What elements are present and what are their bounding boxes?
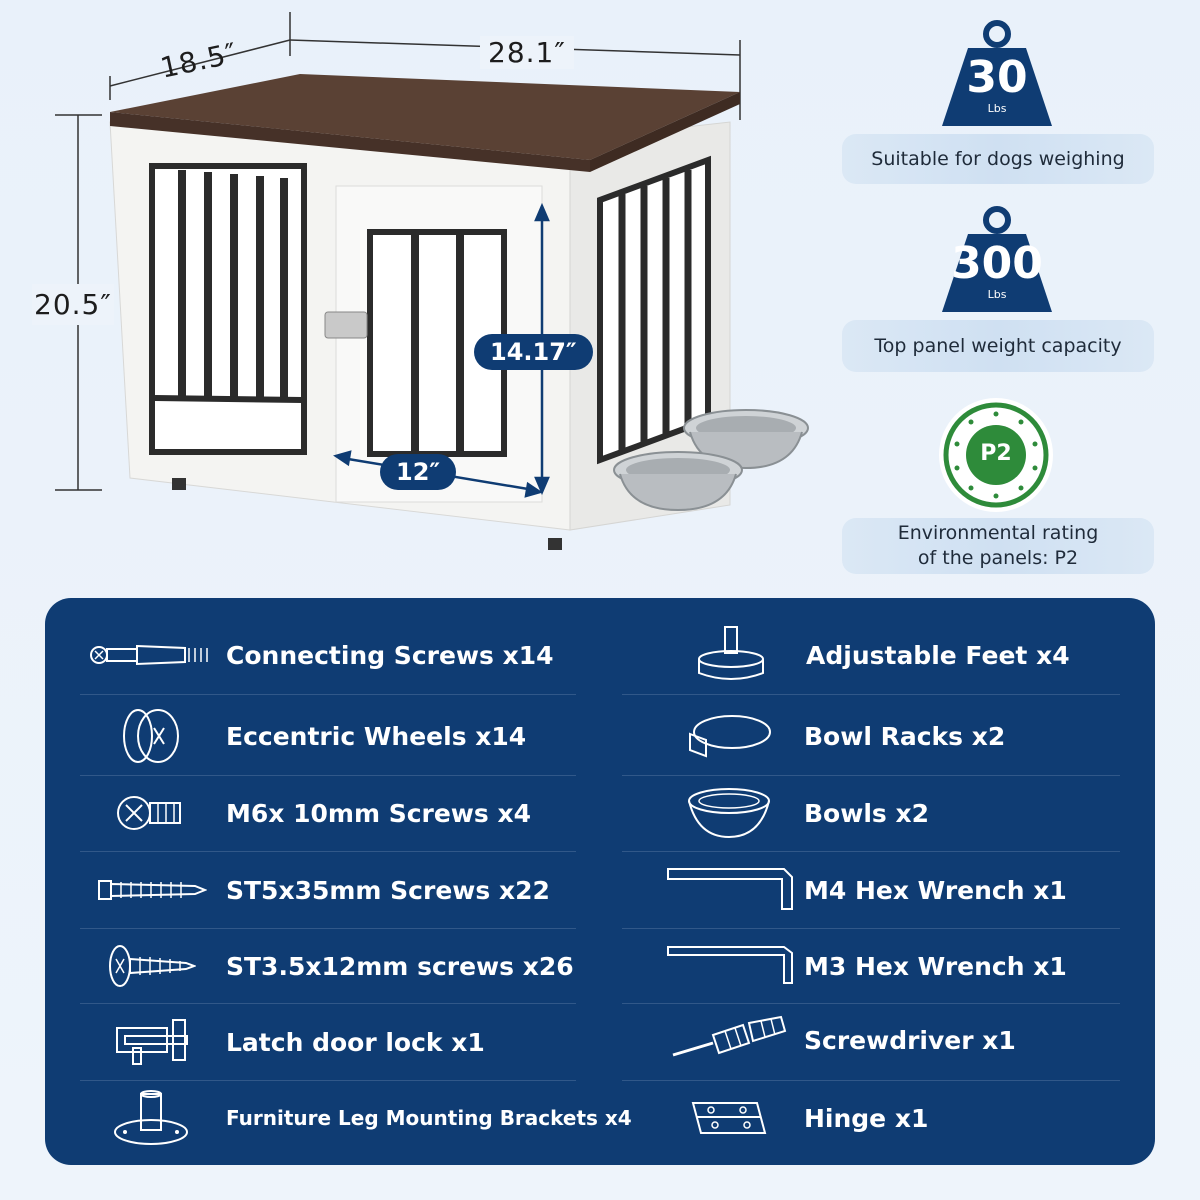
rating-caption-line2: of the panels: P2 <box>917 547 1079 569</box>
latch-lock-icon <box>76 1007 226 1077</box>
eccentric-wheel-icon <box>76 701 226 771</box>
part-item: Eccentric Wheels x14 <box>76 698 526 774</box>
part-item: Furniture Leg Mounting Brackets x4 <box>76 1080 632 1156</box>
part-item: Latch door lock x1 <box>76 1004 485 1080</box>
hinge-icon <box>654 1083 804 1153</box>
weight-value: 300 <box>951 238 1043 289</box>
part-label: Screwdriver x1 <box>804 1025 1016 1055</box>
hex-wrench-small-icon <box>654 931 804 1001</box>
dimension-door-width: 12″ <box>380 454 457 490</box>
part-item: Connecting Screws x14 <box>76 617 554 693</box>
adjustable-foot-icon <box>656 620 806 690</box>
part-item: ST3.5x12mm screws x26 <box>76 928 574 1004</box>
divider <box>622 1080 1120 1081</box>
part-label: Latch door lock x1 <box>226 1027 485 1057</box>
part-item: ST5x35mm Screws x22 <box>76 852 550 928</box>
bowl-rack-icon <box>654 701 804 771</box>
part-label: Bowls x2 <box>804 798 929 828</box>
part-item: M6x 10mm Screws x4 <box>76 775 531 851</box>
dimension-width: 28.1″ <box>480 36 574 69</box>
part-item: Bowl Racks x2 <box>654 698 1005 774</box>
weight-caption-300: Top panel weight capacity <box>842 320 1154 372</box>
crate-illustration <box>55 12 809 550</box>
rating-caption: Environmental rating of the panels: P2 <box>842 518 1154 574</box>
bowl-icon <box>654 778 804 848</box>
divider <box>80 851 576 852</box>
part-label: Bowl Racks x2 <box>804 721 1006 751</box>
dimension-height: 20.5″ <box>32 284 114 325</box>
part-item: Adjustable Feet x4 <box>656 617 1070 693</box>
part-item: M3 Hex Wrench x1 <box>654 928 1067 1004</box>
part-label: ST3.5x12mm screws x26 <box>226 951 574 981</box>
part-label: M4 Hex Wrench x1 <box>804 875 1067 905</box>
leg-bracket-icon <box>76 1083 226 1153</box>
rating-caption-line1: Environmental rating <box>897 522 1099 544</box>
divider <box>622 694 1120 695</box>
parts-list-panel <box>45 598 1155 1165</box>
divider <box>622 851 1120 852</box>
p2-rating-seal: P2 <box>937 396 1055 514</box>
divider <box>80 1080 576 1081</box>
dimension-door-height: 14.17″ <box>474 334 593 370</box>
st3-screw-icon <box>76 931 226 1001</box>
hex-wrench-icon <box>654 855 804 925</box>
part-item: M4 Hex Wrench x1 <box>654 852 1067 928</box>
weight-unit: Lbs <box>987 102 1007 115</box>
weight-icon <box>942 206 1052 312</box>
part-label: Connecting Screws x14 <box>226 640 554 670</box>
part-label: Adjustable Feet x4 <box>806 640 1070 670</box>
divider <box>622 1003 1120 1004</box>
weight-badge-30: 30 Lbs <box>942 20 1052 128</box>
part-label: ST5x35mm Screws x22 <box>226 875 550 905</box>
m6-screw-icon <box>76 778 226 848</box>
part-label: M6x 10mm Screws x4 <box>226 798 532 828</box>
weight-caption-30: Suitable for dogs weighing <box>842 134 1154 184</box>
divider <box>80 694 576 695</box>
weight-unit: Lbs <box>987 288 1007 301</box>
part-label: Eccentric Wheels x14 <box>226 721 527 751</box>
screwdriver-icon <box>654 1005 804 1075</box>
part-label: Furniture Leg Mounting Brackets x4 <box>226 1106 632 1130</box>
p2-mark: P2 <box>980 441 1012 466</box>
divider <box>622 775 1120 776</box>
connecting-screw-icon <box>76 620 226 690</box>
part-item: Bowls x2 <box>654 775 929 851</box>
weight-value: 30 <box>966 52 1028 103</box>
part-item: Screwdriver x1 <box>654 1002 1016 1078</box>
divider <box>622 928 1120 929</box>
weight-icon <box>942 20 1052 126</box>
part-label: Hinge x1 <box>804 1103 929 1133</box>
part-item: Hinge x1 <box>654 1080 928 1156</box>
weight-badge-300: 300 Lbs <box>942 206 1052 314</box>
part-label: M3 Hex Wrench x1 <box>804 951 1067 981</box>
divider <box>80 775 576 776</box>
eco-seal-icon <box>939 398 1053 512</box>
divider <box>80 1003 576 1004</box>
divider <box>80 928 576 929</box>
st5-screw-icon <box>76 855 226 925</box>
